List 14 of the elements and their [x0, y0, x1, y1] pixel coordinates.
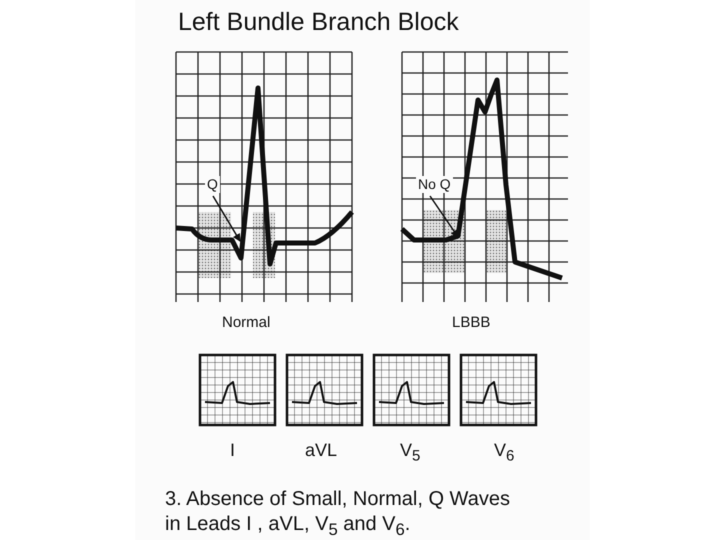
panel-label: Normal	[222, 314, 270, 331]
title: Left Bundle Branch Block	[178, 8, 459, 37]
lead-label: aVL	[305, 440, 338, 461]
lead-label: V$_{6}$	[494, 440, 514, 465]
wave-label: Q	[205, 176, 220, 193]
wave-label: No Q	[416, 176, 453, 193]
panel-label: LBBB	[452, 314, 490, 331]
lead-label: I	[230, 440, 236, 461]
leader-arrow	[212, 196, 241, 242]
caption: 3. Absence of Small, Normal, Q Waves in Leads I , aVL, V$_{5}$ and V$_{6}$.	[165, 487, 510, 540]
lead-label: V$_{5}$	[400, 440, 420, 465]
leader-arrow	[429, 196, 459, 238]
ecg-grid-drawing	[176, 52, 352, 302]
ecg-grid-drawing	[402, 52, 568, 302]
